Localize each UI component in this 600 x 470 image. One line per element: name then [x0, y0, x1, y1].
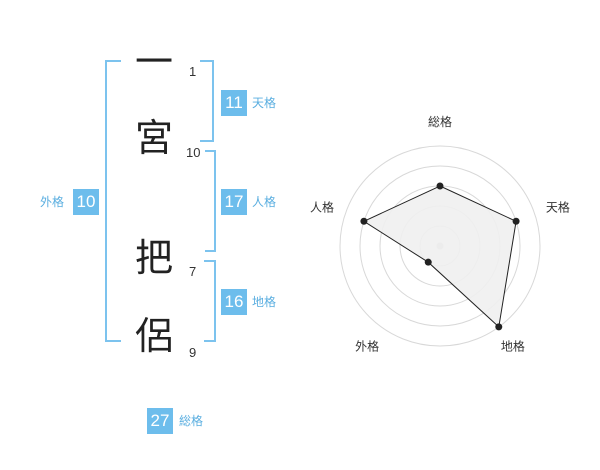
tenkaku-bracket: [200, 60, 214, 142]
name-char-3: 把: [134, 236, 173, 280]
radar-points: [360, 182, 520, 331]
stroke-count-4: 9: [189, 345, 197, 360]
stroke-count-3: 7: [189, 264, 197, 279]
radar-axis-label: 天格: [546, 200, 570, 215]
name-char-2: 宮: [134, 116, 173, 160]
name-char-4: 侶: [134, 314, 173, 358]
name-char-1: 一: [134, 40, 173, 84]
radar-point: [436, 182, 444, 190]
jinkaku-label: 人格: [252, 195, 277, 209]
jinkaku-value-badge: 17: [221, 189, 247, 215]
tenkaku-label: 天格: [252, 96, 277, 110]
gaikaku-bracket: [105, 60, 121, 342]
radar-point: [360, 217, 368, 225]
radar-ring: [359, 165, 521, 327]
tenkaku-value-badge: 11: [221, 90, 247, 116]
chikaku-value-badge: 16: [221, 289, 247, 315]
radar-point: [424, 258, 432, 266]
radar-axis-label: 総格: [428, 114, 452, 129]
soukaku-label: 総格: [179, 414, 204, 428]
radar-ring: [339, 145, 541, 347]
gaikaku-label: 外格: [40, 195, 65, 209]
soukaku-value-badge: 27: [147, 408, 173, 434]
jinkaku-bracket: [205, 150, 216, 252]
gaikaku-value-badge: 10: [73, 189, 99, 215]
radar-point: [512, 217, 520, 225]
radar-axis-label: 地格: [501, 338, 525, 353]
radar-axis-label: 人格: [310, 200, 334, 215]
radar-axis-label: 外格: [355, 338, 379, 353]
chikaku-label: 地格: [252, 295, 277, 309]
radar-data-polygon: [362, 185, 517, 328]
radar-point: [495, 323, 503, 331]
stroke-count-2: 10: [186, 145, 201, 160]
stroke-count-1: 1: [189, 64, 197, 79]
chikaku-bracket: [204, 260, 216, 342]
